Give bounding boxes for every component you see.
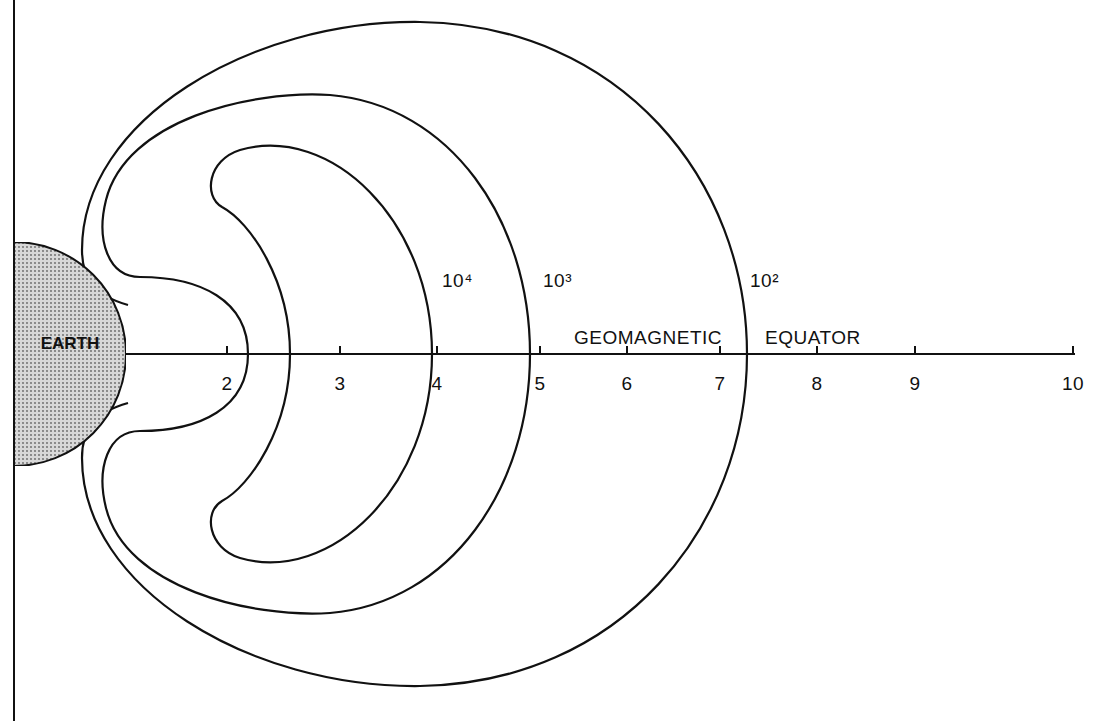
intensity-label: 10⁴: [442, 271, 473, 290]
earth-shape: [14, 242, 126, 466]
contour-1e4: [211, 146, 432, 563]
intensity-label: 10³: [543, 271, 572, 290]
intensity-label: 10²: [750, 271, 779, 290]
distance-number: 9: [909, 374, 920, 393]
distance-number: 2: [221, 374, 232, 393]
axis-ticks: [227, 346, 1073, 354]
distance-number: 6: [621, 374, 632, 393]
equator-line: [124, 353, 1075, 355]
distance-number: 4: [431, 374, 442, 393]
contour-1e3: [103, 94, 530, 613]
axis-title: GEOMAGNETIC: [574, 328, 722, 347]
contour-1e2: [82, 22, 747, 686]
distance-number: 7: [714, 374, 725, 393]
axis-title: EQUATOR: [765, 328, 861, 347]
earth-half-disc: EARTH: [14, 242, 126, 466]
earth-label: EARTH: [41, 335, 100, 352]
distance-number: 5: [534, 374, 545, 393]
distance-number: 8: [811, 374, 822, 393]
distance-number: 10: [1062, 374, 1084, 393]
distance-number: 3: [334, 374, 345, 393]
